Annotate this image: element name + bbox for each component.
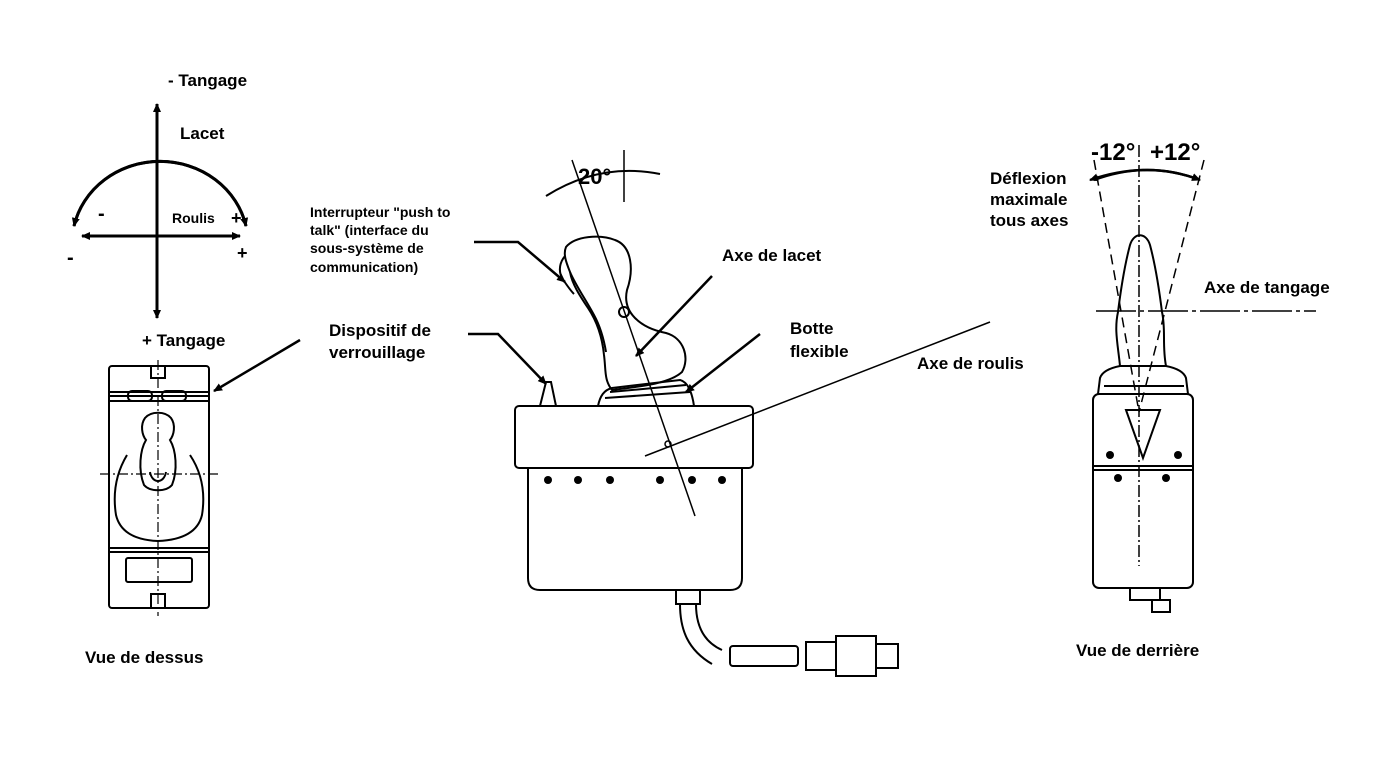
side-view-device <box>514 235 899 677</box>
deflection-label-line2: maximale <box>990 190 1068 209</box>
lock-leader <box>468 332 547 385</box>
yaw-label: Lacet <box>180 124 225 143</box>
top-view-caption: Vue de dessus <box>85 648 203 667</box>
deflection-label-line3: tous axes <box>990 211 1068 230</box>
yaw-axis-leader <box>635 275 713 357</box>
pitch-plus-label: + Tangage <box>142 331 225 350</box>
side-angle-arc <box>545 169 661 197</box>
top-view-device <box>100 360 218 616</box>
yaw-minus-sign: - <box>67 247 74 269</box>
top-lock-leader <box>213 338 301 393</box>
pitch-minus-label: - Tangage <box>168 71 247 90</box>
roll-axis-point <box>664 440 672 448</box>
rear-angle-minus: -12° <box>1091 139 1135 166</box>
lock-label-line1: Dispositif de <box>329 321 431 340</box>
rear-deflection-left <box>1093 159 1140 413</box>
roll-axis-label: Axe de roulis <box>917 354 1024 373</box>
ptt-label-line4: communication) <box>310 259 418 275</box>
ptt-leader <box>474 240 566 283</box>
rear-view-device <box>1092 234 1194 613</box>
rear-deflection-right <box>1138 159 1205 413</box>
roll-minus-sign: - <box>98 203 105 225</box>
lock-label-line2: verrouillage <box>329 343 425 362</box>
axis-cross <box>71 103 249 319</box>
boot-leader <box>685 333 761 393</box>
roll-axis-line <box>644 321 991 457</box>
pitch-axis-label: Axe de tangage <box>1204 278 1330 297</box>
yaw-plus-sign: + <box>237 243 248 263</box>
rear-angle-plus: +12° <box>1150 139 1200 166</box>
side-bolt-holes <box>544 476 726 484</box>
boot-label-line1: Botte <box>790 319 833 338</box>
rear-view-caption: Vue de derrière <box>1076 641 1199 660</box>
ptt-label-line2: talk" (interface du <box>310 222 429 238</box>
roll-label: Roulis <box>172 210 215 226</box>
ptt-label-line1: Interrupteur "push to <box>310 204 450 220</box>
yaw-axis-label: Axe de lacet <box>722 246 822 265</box>
boot-label-line2: flexible <box>790 342 849 361</box>
roll-plus-sign: + <box>231 208 242 228</box>
side-angle-label: 20° <box>578 164 611 189</box>
rear-angle-arc-left <box>1089 168 1201 182</box>
ptt-label-line3: sous-système de <box>310 240 424 256</box>
rear-bolt-holes <box>1106 451 1182 482</box>
side-yaw-axis-line <box>571 159 696 517</box>
deflection-label-line1: Déflexion <box>990 169 1067 188</box>
